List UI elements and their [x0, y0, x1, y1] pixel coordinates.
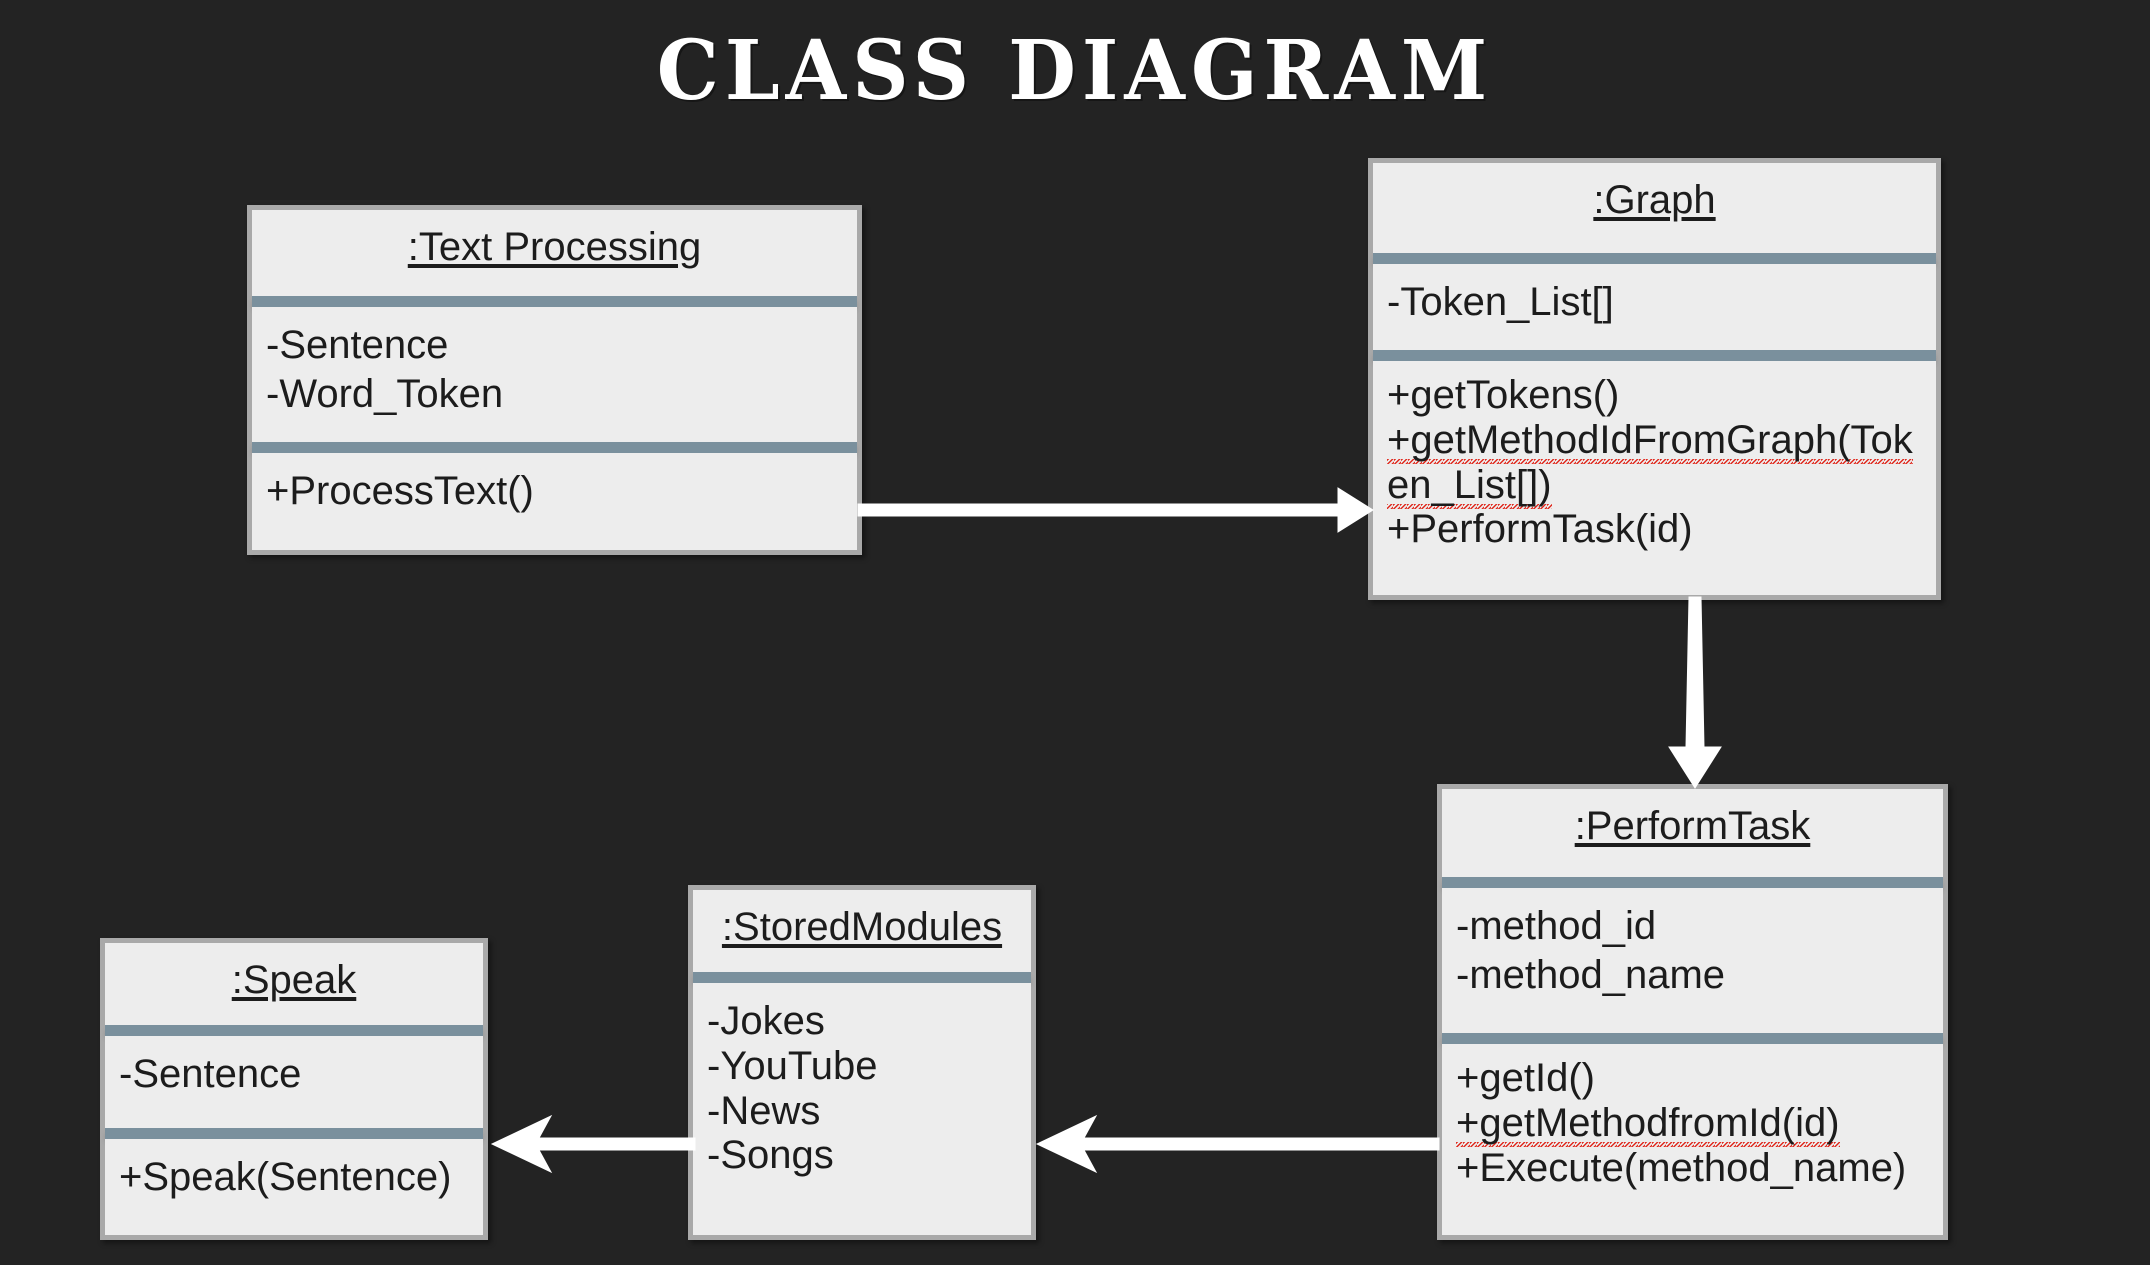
method-list: +getId() +getMethodfromId(id) +Execute(m… — [1442, 1044, 1943, 1196]
list-item: -News — [707, 1088, 821, 1133]
class-title-compartment-stored-modules: :StoredModules — [693, 890, 1031, 972]
compartment-divider — [1373, 350, 1936, 361]
compartment-divider — [252, 442, 857, 453]
arrow-head-right — [857, 487, 1374, 533]
arrow-stored-modules-to-speak — [490, 1114, 696, 1174]
method-list: +getTokens() +getMethodIdFromGraph(Token… — [1373, 361, 1936, 558]
spellcheck-underline: +getMethodfromId(id) — [1456, 1100, 1840, 1148]
attribute-list: -Sentence -Word_Token — [252, 307, 857, 425]
attributes-compartment-graph: -Token_List[] — [1373, 264, 1936, 350]
class-title-compartment-text-processing: :Text Processing — [252, 210, 857, 296]
arrow-perform-task-to-stored-modules — [1035, 1114, 1440, 1174]
arrow-graph-to-perform-task — [1668, 596, 1722, 789]
uml-class-speak[interactable]: :Speak -Sentence +Speak(Sentence) — [100, 938, 488, 1240]
list-item: -Token_List[] — [1387, 280, 1614, 324]
page-title: CLASS DIAGRAM — [656, 22, 1494, 120]
list-item: -method_name — [1456, 952, 1726, 997]
attribute-list: -method_id -method_name — [1442, 888, 1943, 1006]
list-item: -YouTube — [707, 1043, 878, 1088]
list-item: +PerformTask(id) — [1387, 507, 1693, 552]
attribute-list: -Jokes -YouTube -News -Songs — [693, 983, 1031, 1184]
uml-class-perform-task[interactable]: :PerformTask -method_id -method_name +ge… — [1437, 784, 1948, 1240]
attribute-list: -Sentence — [105, 1036, 483, 1105]
arrow-head-down — [1668, 596, 1722, 789]
class-name-graph: :Graph — [1593, 178, 1716, 222]
attributes-compartment-perform-task: -method_id -method_name — [1442, 888, 1943, 1033]
list-item-misspelled: +getMethodIdFromGraph(Token_List[]) — [1387, 417, 1922, 510]
list-item: -Word_Token — [266, 371, 504, 416]
list-item: +getTokens() — [1387, 373, 1620, 417]
list-item: +getId() — [1456, 1056, 1595, 1100]
class-name-stored-modules: :StoredModules — [721, 905, 1003, 949]
uml-class-graph[interactable]: :Graph -Token_List[] +getTokens() +getMe… — [1368, 158, 1941, 600]
class-name-perform-task: :PerformTask — [1574, 804, 1811, 848]
list-item: +Execute(method_name) — [1456, 1145, 1907, 1190]
compartment-divider — [693, 972, 1031, 983]
compartment-divider — [1373, 253, 1936, 264]
list-item: +ProcessText() — [266, 469, 534, 513]
class-title-compartment-graph: :Graph — [1373, 163, 1936, 253]
class-title-compartment-speak: :Speak — [105, 943, 483, 1025]
methods-compartment-text-processing: +ProcessText() — [252, 453, 857, 550]
attributes-compartment-stored-modules: -Jokes -YouTube -News -Songs — [693, 983, 1031, 1235]
compartment-divider — [252, 296, 857, 307]
uml-class-text-processing[interactable]: :Text Processing -Sentence -Word_Token +… — [247, 205, 862, 555]
list-item: -Sentence — [266, 323, 449, 367]
methods-compartment-perform-task: +getId() +getMethodfromId(id) +Execute(m… — [1442, 1044, 1943, 1235]
compartment-divider — [105, 1025, 483, 1036]
list-item: -Jokes — [707, 999, 825, 1043]
class-title-compartment-perform-task: :PerformTask — [1442, 789, 1943, 877]
methods-compartment-graph: +getTokens() +getMethodIdFromGraph(Token… — [1373, 361, 1936, 595]
list-item: +Speak(Sentence) — [119, 1155, 452, 1199]
compartment-divider — [1442, 877, 1943, 888]
list-item: -Sentence — [119, 1052, 302, 1096]
compartment-divider — [105, 1128, 483, 1139]
methods-compartment-speak: +Speak(Sentence) — [105, 1139, 483, 1235]
method-list: +Speak(Sentence) — [105, 1139, 483, 1208]
uml-class-stored-modules[interactable]: :StoredModules -Jokes -YouTube -News -So… — [688, 885, 1036, 1240]
attributes-compartment-text-processing: -Sentence -Word_Token — [252, 307, 857, 442]
attributes-compartment-speak: -Sentence — [105, 1036, 483, 1128]
list-item-misspelled: +getMethodfromId(id) — [1456, 1100, 1929, 1148]
arrow-text-processing-to-graph — [857, 487, 1374, 533]
arrow-head-left — [1035, 1114, 1440, 1174]
method-list: +ProcessText() — [252, 453, 857, 522]
list-item: -method_id — [1456, 904, 1657, 948]
attribute-list: -Token_List[] — [1373, 264, 1936, 333]
spellcheck-underline: +getMethodIdFromGraph(Token_List[]) — [1387, 417, 1913, 510]
compartment-divider — [1442, 1033, 1943, 1044]
arrow-head-left — [490, 1114, 696, 1174]
class-name-text-processing: :Text Processing — [407, 225, 702, 269]
class-name-speak: :Speak — [231, 958, 357, 1002]
list-item: -Songs — [707, 1133, 834, 1178]
